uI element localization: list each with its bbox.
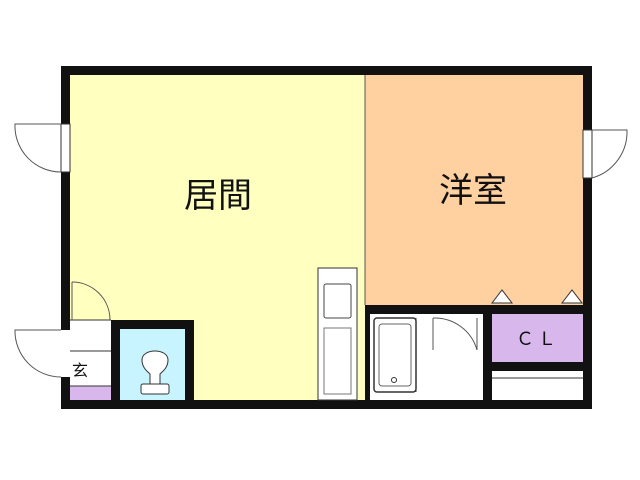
- window-right-swing: [591, 129, 628, 179]
- toilet-bowl: [141, 350, 169, 385]
- front-door-gap: [61, 330, 70, 377]
- kitchen-sink: [323, 283, 352, 319]
- bathtub-inner: [378, 323, 412, 387]
- window-left: [60, 123, 71, 173]
- stove: [323, 327, 352, 395]
- western-room: [365, 75, 583, 305]
- front-door-swing: [14, 329, 62, 378]
- living-room-label: 居間: [184, 176, 252, 216]
- closet: [492, 314, 583, 362]
- western-room-label: 洋室: [439, 171, 507, 211]
- closet-label: ＣＬ: [516, 329, 560, 350]
- storage: [492, 371, 583, 400]
- shoe-box: [70, 386, 111, 400]
- bathtub-drain: [391, 377, 397, 383]
- bath-closet-wall: [483, 314, 492, 409]
- entrance-label: 玄: [72, 361, 88, 380]
- window-left-swing: [14, 123, 62, 173]
- closet-door-right: [560, 289, 584, 304]
- interior-door-swing: [71, 281, 111, 321]
- bath-door-swing: [432, 317, 478, 351]
- interior-wall: [365, 305, 592, 314]
- window-right: [582, 129, 593, 179]
- toilet-tank: [140, 383, 170, 395]
- closet-lower-wall: [492, 362, 592, 371]
- closet-door-left: [490, 289, 514, 304]
